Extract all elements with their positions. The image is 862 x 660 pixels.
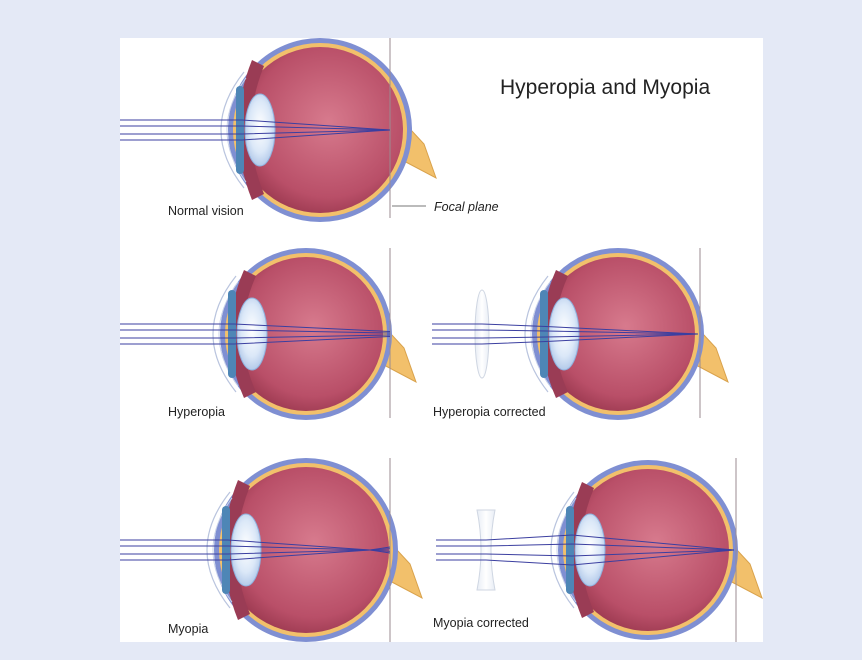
diagram-title: Hyperopia and Myopia (500, 76, 710, 100)
concave-lens (477, 510, 495, 590)
eye-diagram-artwork (120, 38, 763, 642)
label-hyperopia: Hyperopia (168, 405, 225, 419)
convex-lens (475, 290, 489, 378)
eye-hyperopia (120, 248, 416, 420)
iris (228, 290, 236, 378)
iris (540, 290, 548, 378)
label-focal-plane: Focal plane (434, 200, 499, 214)
iris (566, 506, 574, 594)
iris (236, 86, 244, 174)
eye-myopia (120, 458, 422, 642)
eye-myopia-corrected (436, 458, 762, 642)
label-myopia-corrected: Myopia corrected (433, 616, 529, 630)
label-hyperopia-corrected: Hyperopia corrected (433, 405, 546, 419)
eye-normal-vision (120, 38, 436, 222)
crystalline-lens (549, 298, 579, 370)
label-normal-vision: Normal vision (168, 204, 244, 218)
diagram-panel: Hyperopia and Myopia Normal vision Focal… (120, 38, 763, 642)
crystalline-lens (231, 514, 261, 586)
crystalline-lens (245, 94, 275, 166)
iris (222, 506, 230, 594)
label-myopia: Myopia (168, 622, 208, 636)
crystalline-lens (575, 514, 605, 586)
crystalline-lens (237, 298, 267, 370)
eye-hyperopia-corrected (432, 248, 728, 420)
